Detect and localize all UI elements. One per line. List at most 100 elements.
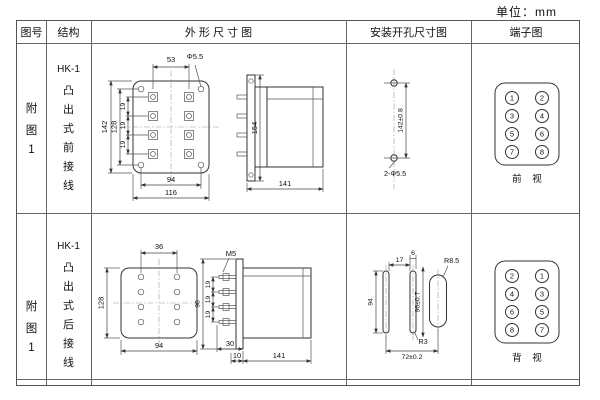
dim-pitch: 19 <box>205 281 212 289</box>
mounting-slot <box>409 270 417 334</box>
structure-char: 凸 <box>62 84 74 97</box>
figure-number: 附 图 1 <box>26 100 38 156</box>
structure-label: HK-1 凸 出 式 前 接 线 <box>57 64 80 193</box>
figure-char: 附 <box>25 103 38 115</box>
svg-text:5: 5 <box>540 308 544 317</box>
mounting-slot-large <box>429 274 447 328</box>
dim-height-inner: 128 <box>110 121 119 134</box>
dim-30: 30 <box>226 339 234 348</box>
dim-pitch: 19 <box>205 296 212 304</box>
svg-text:8: 8 <box>510 326 514 335</box>
dim-side-depth: 141 <box>273 351 286 360</box>
outline-drawing-front-wiring: 53 Φ5.5 142 128 19 19 19 94 <box>100 52 324 201</box>
svg-text:8: 8 <box>540 148 544 157</box>
dim-top-width: 53 <box>167 55 175 64</box>
structure-char: 接 <box>62 337 74 350</box>
dim-hole-dia: Φ5.5 <box>187 52 203 61</box>
row-line <box>17 379 579 380</box>
header-mounting: 安装开孔尺寸图 <box>346 21 471 43</box>
side-view: M5 98 19 19 19 30 10 <box>195 249 312 364</box>
outline-drawing-rear-wiring: 36 128 94 M5 98 <box>97 242 312 364</box>
header-outline: 外 形 尺 寸 图 <box>91 21 346 43</box>
structure-char: 线 <box>62 356 74 369</box>
view-label: 前 视 <box>512 173 546 185</box>
mounting-drawing-rear-wiring: 17 6 R8.5 94 96±0.7 R3 72±0.2 <box>368 250 460 361</box>
terminal-diagram-rear: 2 1 4 3 6 5 8 7 背 视 <box>494 260 560 364</box>
dim-height-outer: 142 <box>100 121 109 134</box>
figure-char: 图 <box>25 323 38 335</box>
mounting-drawing-front-wiring: 142±0.8 2-Φ5.5 <box>384 69 410 189</box>
terminal-pin: 6 <box>535 127 549 141</box>
structure-char: 凸 <box>62 261 74 274</box>
header-figure-label: 图号 <box>20 27 43 39</box>
dim-pitch: 19 <box>120 122 127 130</box>
structure-char: 线 <box>62 179 74 192</box>
structure-char: 式 <box>62 122 74 135</box>
structure-char: 式 <box>62 299 74 312</box>
terminal-pin: 7 <box>535 323 549 337</box>
svg-text:6: 6 <box>510 308 514 317</box>
figure-char: 1 <box>28 342 35 354</box>
model-label: HK-1 <box>57 63 80 75</box>
dim-side-height: 154 <box>250 122 259 135</box>
front-view <box>121 71 221 185</box>
svg-text:3: 3 <box>540 290 544 299</box>
terminal-pin: 3 <box>505 109 519 123</box>
structure-char: 后 <box>62 318 74 331</box>
dim-thread: M5 <box>226 249 236 258</box>
mounting-slot <box>382 270 390 334</box>
dim-10: 10 <box>233 351 241 360</box>
dim-72: 72±0.2 <box>402 354 423 361</box>
svg-text:4: 4 <box>510 290 514 299</box>
figure-cell-row1: 附 图 1 <box>17 43 46 213</box>
row-line <box>17 213 579 214</box>
svg-text:7: 7 <box>510 148 514 157</box>
dim-height: 128 <box>97 297 106 310</box>
terminal-pin: 4 <box>535 109 549 123</box>
figure-cell-row2: 附 图 1 <box>17 213 46 379</box>
column-line <box>346 21 347 385</box>
terminal-pin: 6 <box>505 305 519 319</box>
terminal-pin: 2 <box>505 269 519 283</box>
structure-char: 出 <box>62 280 74 293</box>
terminal-pin: 4 <box>505 287 519 301</box>
terminal-pin: 8 <box>505 323 519 337</box>
svg-text:7: 7 <box>540 326 544 335</box>
dim-radius-small: R3 <box>419 337 428 346</box>
header-terminal-label: 端子图 <box>509 27 543 39</box>
row-line <box>17 43 579 44</box>
svg-text:1: 1 <box>540 272 544 281</box>
figure-char: 1 <box>28 144 35 156</box>
dim-bottom-inner: 94 <box>167 175 175 184</box>
model-label: HK-1 <box>57 240 80 252</box>
svg-text:2: 2 <box>540 94 544 103</box>
side-view: 154 141 <box>236 74 324 192</box>
dim-pitch: 19 <box>120 141 127 149</box>
dim-pitch: 19 <box>205 311 212 319</box>
dim-top-width: 36 <box>155 242 163 251</box>
terminal-pin: 5 <box>505 127 519 141</box>
header-structure: 结构 <box>46 21 91 43</box>
dim-17: 17 <box>396 257 404 264</box>
dim-radius-big: R8.5 <box>444 256 459 265</box>
front-view <box>113 259 205 347</box>
column-line <box>471 21 472 385</box>
terminal-pin: 3 <box>535 287 549 301</box>
svg-text:1: 1 <box>510 94 514 103</box>
column-line <box>46 21 47 385</box>
view-label: 背 视 <box>512 352 546 364</box>
dim-stud-field-height: 98 <box>195 300 202 308</box>
dim-96: 96±0.7 <box>415 291 422 312</box>
terminal-pin: 1 <box>505 91 519 105</box>
mounting-hole <box>390 154 398 162</box>
unit-label: 单位：mm <box>496 5 557 19</box>
terminal-diagram-front: 1 2 3 4 5 6 7 8 前 视 <box>494 82 560 185</box>
svg-text:2: 2 <box>510 272 514 281</box>
svg-text:3: 3 <box>510 112 514 121</box>
dim-side-depth: 141 <box>279 179 292 188</box>
structure-cell-row1: HK-1 凸 出 式 前 接 线 <box>46 43 91 213</box>
spec-table: 图号 结构 外 形 尺 寸 图 安装开孔尺寸图 端子图 附 图 1 HK-1 凸… <box>16 20 580 386</box>
dim-bottom-width: 94 <box>155 341 163 350</box>
figure-number: 附 图 1 <box>26 298 38 354</box>
